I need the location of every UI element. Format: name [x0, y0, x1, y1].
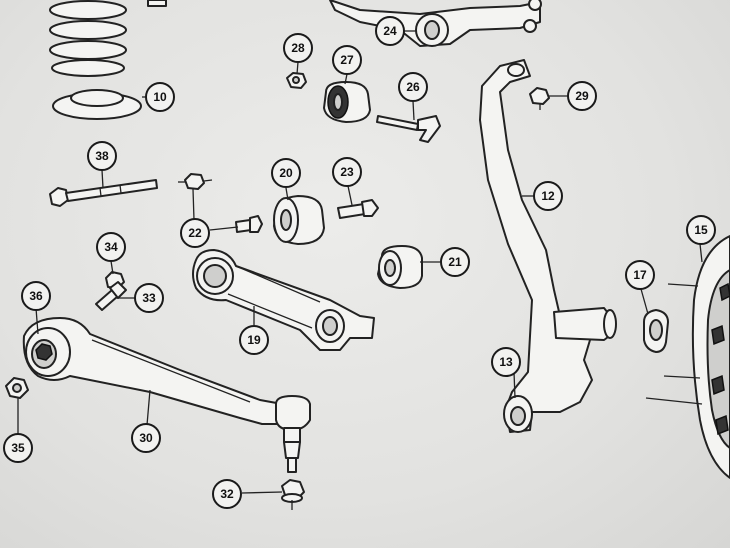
callout-29: 29: [567, 81, 597, 111]
callout-23-label: 23: [340, 165, 354, 179]
leader-22a: [192, 188, 195, 221]
callout-13-label: 13: [499, 355, 513, 369]
callout-17: 17: [625, 260, 655, 290]
leader-23: [347, 185, 353, 206]
callout-22-label: 22: [188, 226, 202, 240]
callout-20-label: 20: [279, 166, 293, 180]
steering-knuckle-12-part: [479, 59, 617, 433]
callout-10-label: 10: [153, 90, 167, 104]
bolt-22-part: [235, 215, 263, 233]
callout-10: 10: [145, 82, 175, 112]
leader-17: [640, 288, 649, 315]
leader-34: [110, 260, 114, 275]
leader-28: [296, 61, 299, 75]
callout-33-label: 33: [142, 291, 156, 305]
callout-20: 20: [271, 158, 301, 188]
callout-12-label: 12: [541, 189, 555, 203]
coil-spring: [49, 0, 127, 77]
bushing-27-part: [323, 81, 371, 123]
nut-17-part: [643, 309, 669, 353]
bushing-21-part: [377, 245, 423, 289]
callout-30-label: 30: [139, 431, 153, 445]
callout-21: 21: [440, 247, 470, 277]
callout-17-label: 17: [633, 268, 647, 282]
nut-22-part: [178, 173, 213, 190]
leader-20: [285, 187, 289, 201]
leader-26: [412, 100, 415, 121]
callout-27: 27: [332, 45, 362, 75]
callout-38: 38: [87, 141, 117, 171]
callout-15-label: 15: [694, 223, 708, 237]
callout-29-label: 29: [575, 89, 589, 103]
bolt-26-part: [376, 115, 441, 143]
callout-35-label: 35: [11, 441, 25, 455]
callout-24-label: 24: [383, 24, 397, 38]
leader-27: [344, 73, 348, 85]
callout-24: 24: [375, 16, 405, 46]
leader-13: [513, 371, 516, 399]
callout-12: 12: [533, 181, 563, 211]
callout-15: 15: [686, 215, 716, 245]
callout-38-label: 38: [95, 149, 109, 163]
ball-joint-part: [275, 395, 311, 473]
bolt-23-part: [337, 199, 379, 219]
spring-seat-part: [52, 89, 142, 120]
leader-15: [699, 243, 703, 263]
lower-control-arm-30-part: [22, 317, 283, 425]
leader-38: [101, 169, 104, 189]
callout-32-label: 32: [220, 487, 234, 501]
callout-26-label: 26: [406, 80, 420, 94]
leader-15d: [645, 397, 703, 405]
nut-32-part: [281, 479, 305, 510]
callout-36: 36: [21, 281, 51, 311]
callout-35: 35: [3, 433, 33, 463]
callout-23: 23: [332, 157, 362, 187]
brake-disc-15-part: [691, 235, 730, 479]
callout-19: 19: [239, 325, 269, 355]
callout-22: 22: [180, 218, 210, 248]
callout-28-label: 28: [291, 41, 305, 55]
bolt-33-part: [95, 281, 127, 311]
callout-33: 33: [134, 283, 164, 313]
callout-19-label: 19: [247, 333, 261, 347]
callout-34-label: 34: [104, 240, 118, 254]
callout-27-label: 27: [340, 53, 354, 67]
leader-30: [146, 389, 151, 426]
callout-21-label: 21: [448, 255, 462, 269]
long-bolt-38-part: [49, 179, 158, 207]
leader-36: [35, 307, 39, 335]
callout-30: 30: [131, 423, 161, 453]
leader-22b: [209, 226, 239, 231]
callout-13: 13: [491, 347, 521, 377]
leader-32: [241, 491, 283, 494]
upper-control-arm-part: [147, 0, 542, 47]
nut-35-part: [5, 377, 29, 399]
callout-28: 28: [283, 33, 313, 63]
callout-36-label: 36: [29, 289, 43, 303]
nut-29-part: [529, 87, 550, 110]
callout-32: 32: [212, 479, 242, 509]
bushing-20-part: [273, 195, 325, 245]
tension-strut-19-part: [192, 249, 375, 351]
leader-15b: [667, 283, 699, 287]
leader-15c: [663, 375, 701, 379]
callout-26: 26: [398, 72, 428, 102]
nut-28-part: [286, 72, 307, 89]
callout-34: 34: [96, 232, 126, 262]
